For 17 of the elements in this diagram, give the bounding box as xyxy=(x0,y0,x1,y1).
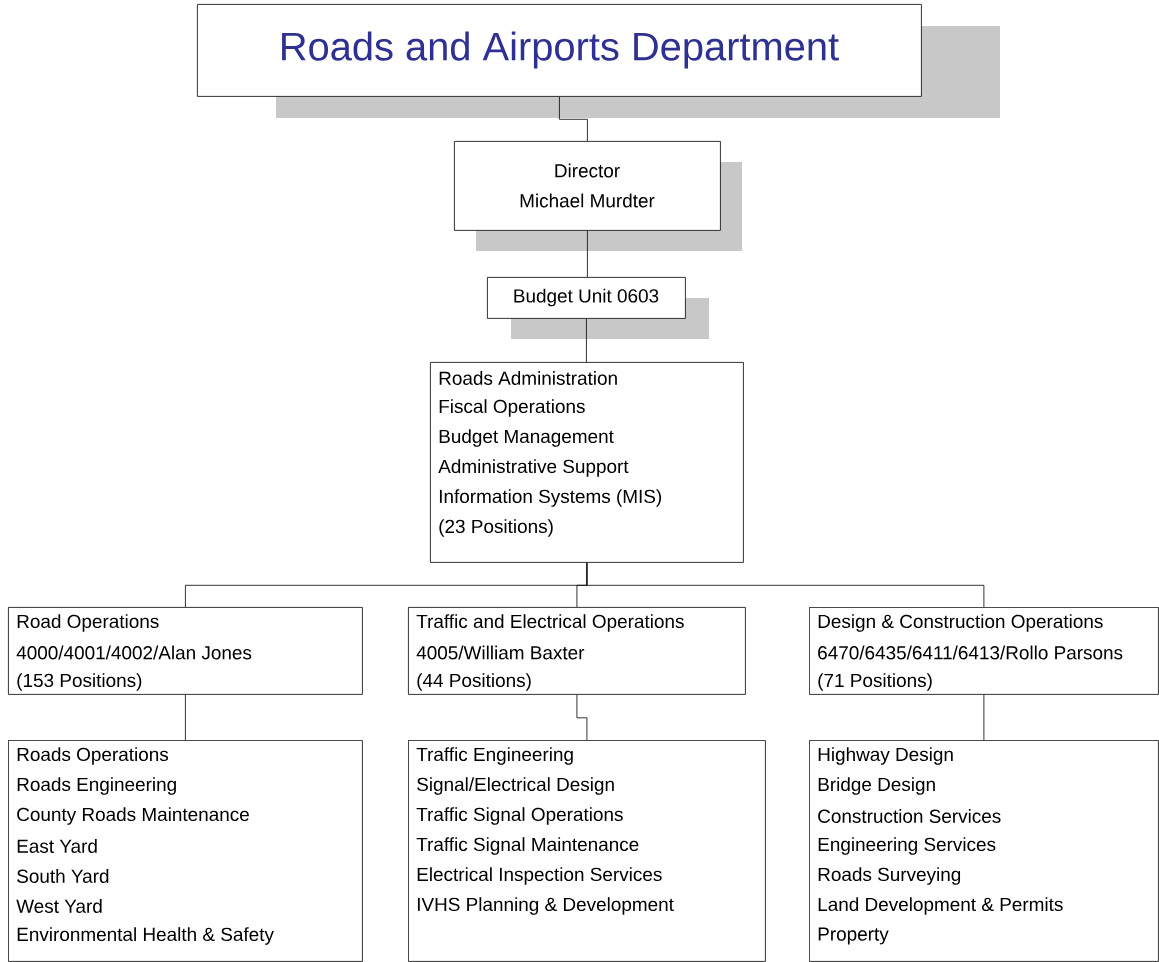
org-box: Traffic Engineering Signal/Electrical Design Traffic Signal Operations Traffic Signal Maintenance Electrical Inspection Services IVHS Planning & Development xyxy=(408,740,766,962)
connector-line xyxy=(576,694,588,741)
org-box: Roads and Airports Department xyxy=(197,4,922,97)
org-box: Budget Unit 0603 xyxy=(487,277,686,319)
connector-line xyxy=(586,562,985,608)
org-box: Road Operations 4000/4001/4002/Alan Jones (153 Positions) xyxy=(8,607,363,695)
connector-line xyxy=(185,694,186,741)
org-box: Highway Design Bridge Design Construction Services Engineering Services Roads Surveying Land Development & Permits Property xyxy=(809,740,1159,962)
org-box: Roads Administration Fiscal Operations Budget Management Administrative Support Information Systems (MIS) (23 Positions) xyxy=(430,362,744,563)
org-box: Traffic and Electrical Operations 4005/William Baxter (44 Positions) xyxy=(408,607,746,695)
connector-line xyxy=(983,694,985,741)
connector-line xyxy=(559,96,588,142)
org-box: Roads Operations Roads Engineering County Roads Maintenance East Yard South Yard West Yard Environmental Health & Safety xyxy=(8,740,363,962)
connector-line xyxy=(586,318,587,363)
org-box: Director Michael Murdter xyxy=(454,141,721,231)
connector-line xyxy=(587,230,588,278)
org-box: Design & Construction Operations 6470/6435/6411/6413/Rollo Parsons (71 Positions) xyxy=(809,607,1159,695)
